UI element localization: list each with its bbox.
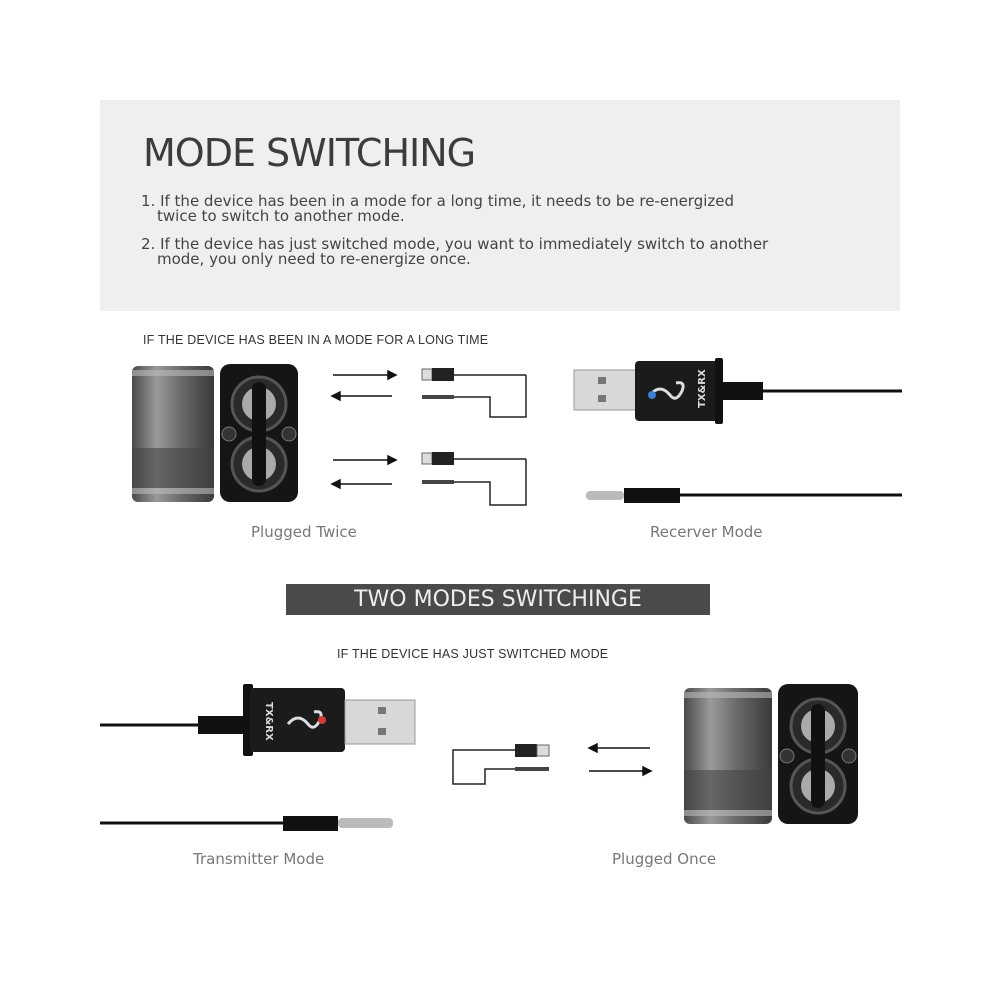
- label-plugged-once: Plugged Once: [612, 850, 717, 868]
- caption-just-switched: IF THE DEVICE HAS JUST SWITCHED MODE: [337, 647, 609, 661]
- speaker-illustration: [132, 364, 298, 502]
- rule-1-line-1: 1. If the device has been in a mode for …: [141, 192, 735, 210]
- connection-diagram-once: [452, 742, 653, 785]
- page-title: MODE SWITCHING: [143, 131, 476, 175]
- device-label-text: TX&RX: [697, 369, 708, 408]
- caption-long-time: IF THE DEVICE HAS BEEN IN A MODE FOR A L…: [143, 333, 489, 347]
- speaker-illustration-2: [684, 684, 858, 824]
- rule-2-line-1: 2. If the device has just switched mode,…: [141, 235, 769, 253]
- receiver-adapter-illustration: TX&RX: [573, 358, 902, 503]
- header-panel: [100, 100, 900, 311]
- connection-diagram-twice: [330, 368, 527, 506]
- label-transmitter-mode: Transmitter Mode: [193, 850, 325, 868]
- transmitter-adapter-illustration: TX&RX: [100, 684, 416, 831]
- svg-text:TX&RX: TX&RX: [263, 702, 274, 741]
- label-receiver-mode: Recerver Mode: [650, 523, 763, 541]
- rule-1-line-2: twice to switch to another mode.: [157, 207, 405, 225]
- label-plugged-twice: Plugged Twice: [251, 523, 357, 541]
- section-banner: TWO MODES SWITCHINGE: [286, 584, 710, 615]
- rule-2-line-2: mode, you only need to re-energize once.: [157, 250, 471, 268]
